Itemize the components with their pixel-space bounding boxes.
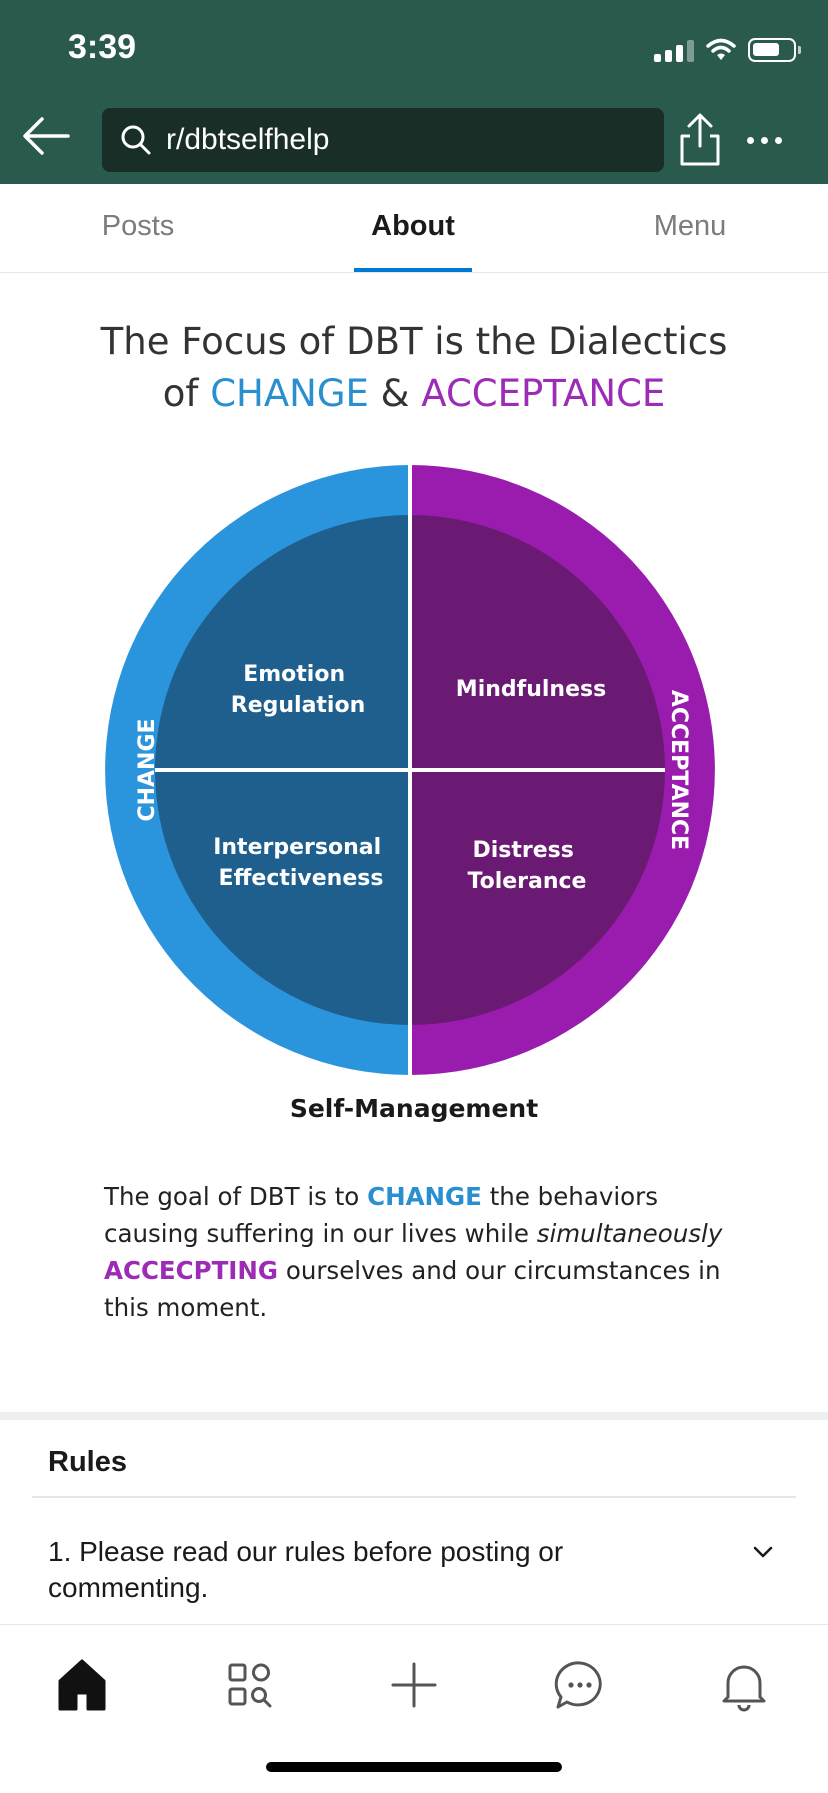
goal-text: The goal of DBT is to bbox=[104, 1182, 360, 1211]
status-time: 3:39 bbox=[68, 28, 137, 66]
goal-accepting: ACCECPTING bbox=[104, 1256, 279, 1285]
ring-label-acceptance: ACCEPTANCE bbox=[666, 690, 691, 850]
more-options-button[interactable] bbox=[738, 122, 790, 158]
tab-about[interactable]: About bbox=[371, 210, 455, 242]
search-input[interactable]: r/dbtselfhelp bbox=[102, 108, 664, 172]
chat-icon bbox=[554, 1661, 602, 1709]
rule-item-1[interactable]: 1. Please read our rules before posting … bbox=[48, 1536, 564, 1603]
goal-text: ourselves and our circumstances in this … bbox=[104, 1256, 721, 1322]
chevron-down-icon[interactable] bbox=[748, 1538, 778, 1566]
cellular-signal-icon bbox=[654, 38, 694, 62]
quadrant-mindfulness: Mindfulness bbox=[456, 677, 606, 702]
nav-notifications[interactable] bbox=[714, 1655, 774, 1715]
home-icon bbox=[58, 1659, 106, 1711]
goal-text: the behaviors causing suffering in our l… bbox=[104, 1182, 658, 1248]
app-header: 3:39 r/dbtselfhelp bbox=[0, 0, 828, 184]
back-arrow-icon bbox=[23, 117, 70, 155]
rules-divider bbox=[32, 1496, 796, 1498]
section-divider bbox=[0, 1412, 828, 1420]
tab-posts[interactable]: Posts bbox=[101, 210, 175, 242]
quadrant-text: Emotion bbox=[243, 662, 345, 687]
goal-simultaneously: simultaneously bbox=[536, 1219, 723, 1248]
active-tab-indicator bbox=[354, 268, 472, 272]
community-tabs: Posts About Menu bbox=[0, 184, 828, 273]
infographic-title: The Focus of DBT is the Dialectics of CH… bbox=[0, 316, 828, 420]
title-line-1: The Focus of DBT is the Dialectics bbox=[100, 320, 728, 363]
quadrant-text: Tolerance bbox=[468, 869, 587, 894]
quadrant-text: Regulation bbox=[231, 693, 366, 718]
notifications-icon bbox=[722, 1665, 766, 1712]
dbt-diagram: CHANGE ACCEPTANCE Emotion Regulation Min… bbox=[105, 460, 715, 1080]
battery-icon bbox=[748, 38, 801, 62]
title-change: CHANGE bbox=[210, 372, 369, 415]
quadrant-emotion-regulation: Emotion Regulation bbox=[231, 662, 366, 718]
nav-create-post[interactable] bbox=[384, 1655, 444, 1715]
nav-home[interactable] bbox=[52, 1655, 112, 1715]
self-management-label: Self-Management bbox=[289, 1094, 539, 1123]
quadrant-interpersonal-effectiveness: Interpersonal Effectiveness bbox=[213, 835, 389, 891]
title-of: of bbox=[162, 372, 199, 415]
rules-heading: Rules bbox=[48, 1446, 127, 1478]
quadrant-text: Effectiveness bbox=[219, 866, 384, 891]
wifi-icon bbox=[706, 38, 736, 60]
quadrant-distress-tolerance: Distress Tolerance bbox=[468, 838, 587, 894]
communities-icon bbox=[228, 1663, 272, 1708]
search-icon bbox=[121, 125, 151, 155]
status-icons bbox=[654, 34, 801, 66]
home-indicator bbox=[266, 1762, 562, 1772]
create-post-icon bbox=[391, 1662, 437, 1708]
tab-menu[interactable]: Menu bbox=[653, 210, 727, 242]
share-icon bbox=[680, 113, 720, 166]
nav-chat[interactable] bbox=[550, 1655, 610, 1715]
share-button[interactable] bbox=[674, 112, 726, 168]
title-amp: & bbox=[380, 372, 410, 415]
back-button[interactable] bbox=[20, 110, 72, 162]
search-query-text: r/dbtselfhelp bbox=[166, 123, 330, 156]
ring-label-change: CHANGE bbox=[135, 718, 160, 821]
goal-change: CHANGE bbox=[367, 1182, 482, 1211]
nav-communities[interactable] bbox=[220, 1655, 280, 1715]
title-acceptance: ACCEPTANCE bbox=[421, 372, 666, 415]
goal-paragraph: The goal of DBT is to CHANGE the behavio… bbox=[104, 1178, 724, 1326]
quadrant-text: Interpersonal bbox=[213, 835, 381, 860]
quadrant-text: Distress bbox=[472, 838, 573, 863]
quadrant-text: Mindfulness bbox=[456, 677, 606, 702]
